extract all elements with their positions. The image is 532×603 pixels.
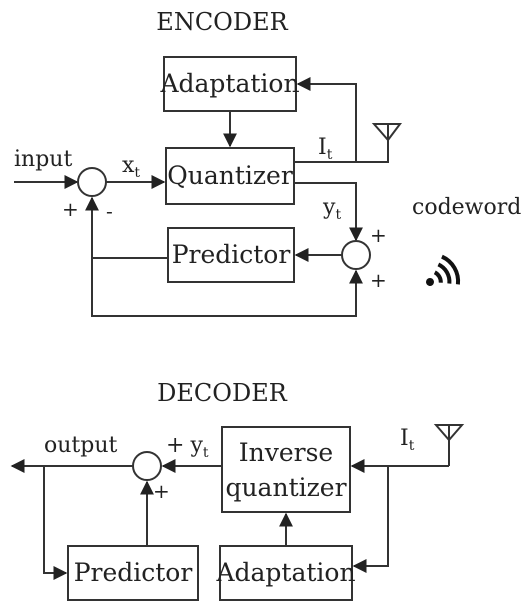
encoder-predictor-box [167, 227, 295, 283]
encoder-antenna-icon [371, 123, 402, 142]
decoder-sum-plus-bottom: + [153, 479, 170, 503]
decoder-sum [132, 451, 162, 481]
encoder-title: ENCODER [156, 8, 288, 36]
codeword-label: codeword [412, 195, 521, 220]
sum2-plus-top: + [370, 223, 387, 247]
inverse-quantizer-box [221, 426, 351, 513]
encoder-sum-2 [341, 240, 371, 270]
sum1-minus: - [106, 199, 113, 223]
output-to-predictor-arrow [43, 466, 68, 580]
encoder-sum-1 [77, 167, 107, 197]
it-to-antenna-line [294, 140, 389, 163]
sum1-plus: + [62, 197, 79, 221]
yt-label-decoder: +yt [166, 433, 209, 461]
encoder-predictor-label: Predictor [172, 240, 291, 269]
loop-to-sum2-arrow [91, 258, 363, 317]
it-to-adaptation-arrow [296, 77, 357, 162]
quantizer-label: Quantizer [167, 161, 293, 190]
encoder-adaptation-box [163, 56, 297, 112]
yt-label-encoder: yt [322, 195, 341, 223]
decoder-antenna-icon [433, 424, 465, 466]
xt-label: xt [122, 153, 140, 181]
predictor-to-sum1-arrow [85, 196, 168, 259]
decoder-title: DECODER [157, 379, 288, 407]
decoder-predictor-label: Predictor [74, 558, 193, 587]
encoder-adaptation-label: Adaptation [159, 69, 299, 98]
it-to-adaptation-decoder-arrow [352, 466, 389, 573]
output-label: output [44, 433, 118, 458]
yt-to-sum2-arrow [294, 182, 363, 242]
wireless-signal-icon [426, 254, 461, 286]
inverse-quantizer-line1: Inverse [239, 438, 333, 467]
it-label-decoder: It [400, 426, 415, 454]
decoder-predictor-box [67, 545, 199, 601]
inverse-quantizer-line2: quantizer [225, 473, 346, 502]
decoder-adaptation-label: Adaptation [215, 558, 355, 587]
input-label: input [14, 147, 72, 172]
sum2-plus-bottom: + [370, 268, 387, 292]
quantizer-box [165, 147, 295, 205]
it-label-encoder: It [318, 135, 333, 163]
